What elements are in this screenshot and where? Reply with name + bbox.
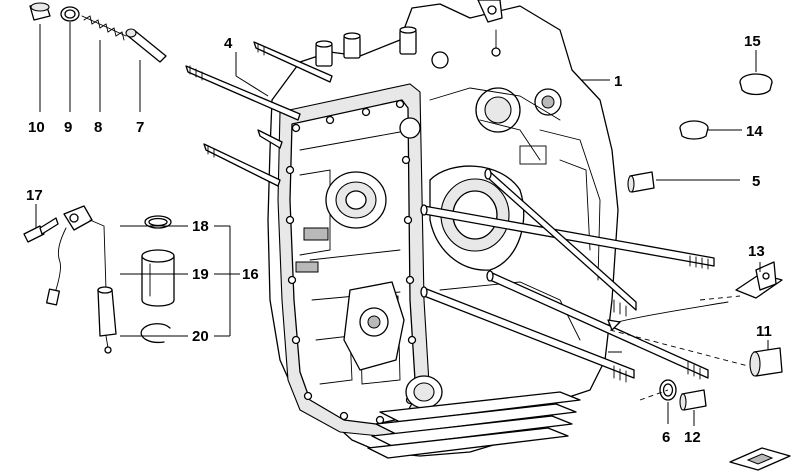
part-12-sleeve — [679, 389, 707, 411]
callout-18: 18 — [192, 218, 209, 235]
part-15-cap-plug — [739, 73, 773, 96]
upper-bosses — [315, 26, 562, 139]
part-8-spring — [81, 15, 127, 41]
leader-lines — [35, 22, 769, 426]
alignment-guides — [607, 295, 749, 401]
stud-bolt — [185, 65, 301, 121]
part-17-hex-screw — [23, 217, 59, 243]
part-10-screw-plug — [29, 2, 51, 21]
callout-8: 8 — [94, 119, 102, 136]
callout-13: 13 — [748, 243, 765, 260]
pump-assembly — [343, 281, 405, 371]
callout-11: 11 — [756, 323, 772, 340]
stud-bolt — [257, 129, 283, 149]
oil-pump-bore — [325, 171, 387, 229]
part-9-sealing-ring — [60, 6, 80, 22]
part-18-o-ring — [144, 215, 172, 229]
callout-14: 14 — [746, 123, 763, 140]
callout-17: 17 — [26, 187, 43, 204]
stud-threads — [189, 43, 709, 383]
callout-5: 5 — [752, 173, 760, 190]
callout-labels: 10 9 8 7 4 1 15 14 5 13 11 6 12 17 18 19… — [26, 33, 772, 446]
callout-6: 6 — [662, 429, 670, 446]
part-19-sleeve — [141, 249, 175, 307]
callout-20: 20 — [192, 328, 209, 345]
callout-19: 19 — [192, 266, 209, 283]
callout-7: 7 — [136, 119, 144, 136]
part-20-circlip — [140, 323, 171, 344]
filter-seat — [405, 375, 443, 409]
stud-bolt — [253, 41, 333, 83]
crankcase-housing — [267, 0, 619, 459]
cooling-fins — [367, 391, 581, 459]
sensor-with-cable — [46, 205, 117, 354]
part-7-piston-pin — [125, 28, 167, 63]
callout-16: 16 — [242, 266, 259, 283]
top-bracket — [477, 0, 503, 57]
side-ribs — [429, 87, 601, 341]
callout-1: 1 — [614, 73, 622, 90]
callout-15: 15 — [744, 33, 761, 50]
callout-12: 12 — [684, 429, 701, 446]
part-14-cap-plug — [679, 120, 709, 140]
kit-bracket — [120, 225, 240, 337]
stud-bolts — [185, 41, 715, 383]
part-11-sleeve — [749, 347, 783, 377]
callout-9: 9 — [64, 119, 72, 136]
part-5-dowel-sleeve — [627, 171, 655, 193]
corner-tag-icon — [729, 447, 791, 471]
callout-4: 4 — [224, 35, 233, 52]
stud-bolt — [203, 143, 281, 187]
part-13-bracket — [735, 261, 783, 299]
callout-10: 10 — [28, 119, 45, 136]
